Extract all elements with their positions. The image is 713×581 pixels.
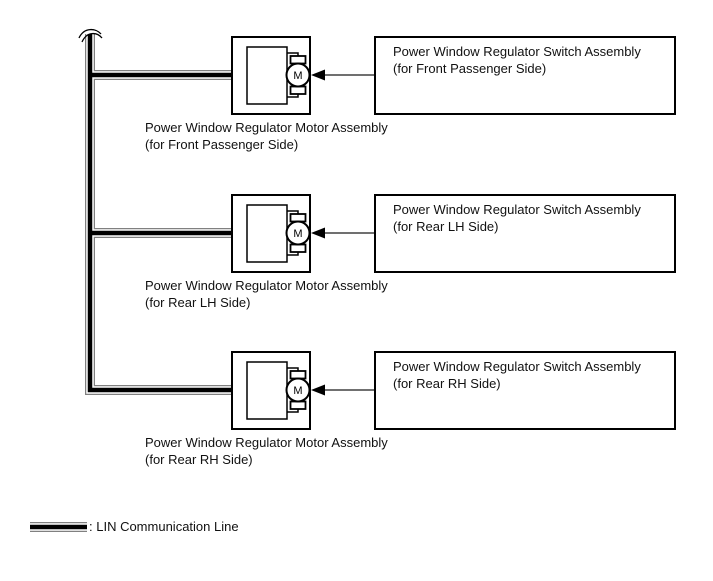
motor-assembly-label: Power Window Regulator Motor Assembly (f… xyxy=(145,435,388,468)
motor-assembly-label: Power Window Regulator Motor Assembly (f… xyxy=(145,278,388,311)
switch-assembly-label-line1: Power Window Regulator Switch Assembly xyxy=(393,44,641,59)
arrow-left-icon xyxy=(311,227,325,239)
switch-assembly-label-line2: (for Rear LH Side) xyxy=(393,218,499,234)
switch-to-motor-arrow-rear-rh xyxy=(311,384,375,396)
switch-assembly-box-front-passenger xyxy=(374,36,676,115)
motor-symbol-icon: M xyxy=(246,204,311,263)
motor-assembly-label-line1: Power Window Regulator Motor Assembly xyxy=(145,278,388,293)
switch-to-motor-arrow-front-passenger xyxy=(311,69,375,81)
motor-assembly-label-line2: (for Rear LH Side) xyxy=(145,294,251,310)
switch-assembly-label: Power Window Regulator Switch Assembly (… xyxy=(393,202,641,235)
motor-symbol-icon: M xyxy=(246,46,311,105)
wire-break-icon xyxy=(78,28,103,43)
motor-assembly-label-line1: Power Window Regulator Motor Assembly xyxy=(145,435,388,450)
switch-assembly-box-rear-lh xyxy=(374,194,676,273)
switch-assembly-box-rear-rh xyxy=(374,351,676,430)
motor-assembly-box-rear-rh: M xyxy=(231,351,311,430)
motor-letter: M xyxy=(293,70,302,82)
motor-assembly-box-rear-lh: M xyxy=(231,194,311,273)
lin-bus-line xyxy=(85,34,232,395)
switch-to-motor-arrow-rear-lh xyxy=(311,227,375,239)
motor-assembly-label-line2: (for Rear RH Side) xyxy=(145,451,253,467)
switch-assembly-label: Power Window Regulator Switch Assembly (… xyxy=(393,44,641,77)
motor-assembly-label-line1: Power Window Regulator Motor Assembly xyxy=(145,120,388,135)
motor-letter: M xyxy=(293,228,302,240)
motor-symbol-icon: M xyxy=(246,361,311,420)
motor-letter: M xyxy=(293,385,302,397)
switch-assembly-label-line1: Power Window Regulator Switch Assembly xyxy=(393,202,641,217)
motor-assembly-label-line2: (for Front Passenger Side) xyxy=(145,136,299,152)
switch-assembly-label: Power Window Regulator Switch Assembly (… xyxy=(393,359,641,392)
switch-assembly-label-line2: (for Rear RH Side) xyxy=(393,375,501,391)
lin-communication-lines xyxy=(30,34,232,532)
switch-assembly-label-line1: Power Window Regulator Switch Assembly xyxy=(393,359,641,374)
switch-assembly-label-line2: (for Front Passenger Side) xyxy=(393,60,547,76)
motor-assembly-label: Power Window Regulator Motor Assembly (f… xyxy=(145,120,388,153)
arrow-left-icon xyxy=(311,69,325,81)
motor-assembly-box-front-passenger: M xyxy=(231,36,311,115)
legend-label: : LIN Communication Line xyxy=(89,519,239,534)
arrow-left-icon xyxy=(311,384,325,396)
